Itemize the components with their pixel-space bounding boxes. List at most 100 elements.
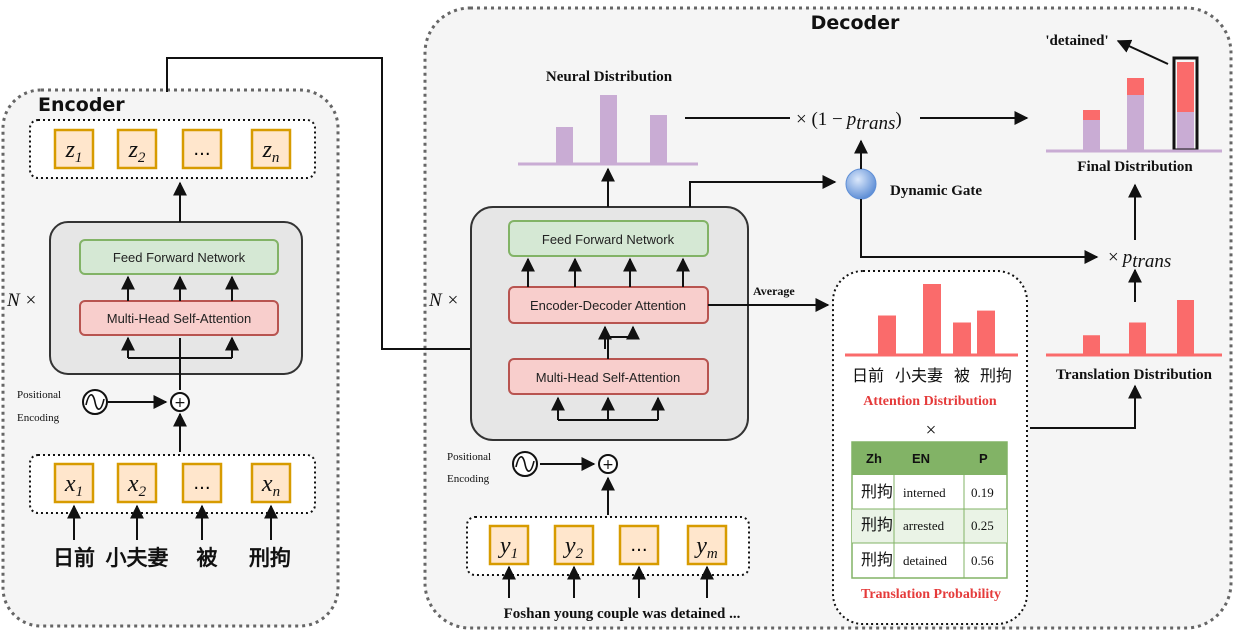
table-cell: 刑拘 (861, 515, 893, 534)
source-word: 日前 (53, 546, 95, 570)
attention-distribution-chart (878, 284, 995, 354)
decoder-sine-wave (515, 456, 535, 472)
decoder-input-group (466, 516, 750, 576)
encoder-output-token-label: zn (262, 137, 280, 166)
decoder-title: Decoder (811, 12, 900, 34)
translation-distribution-bar (1083, 335, 1100, 354)
encoder-input-token-label: x2 (127, 471, 147, 500)
neural-distribution-bar (556, 127, 573, 163)
encoder-input-token-box (181, 462, 223, 504)
dynamic-gate-node (845, 168, 877, 200)
table-cell: interned (903, 485, 946, 500)
source-word: 刑拘 (249, 546, 291, 570)
final-distribution-translation-part (1127, 78, 1144, 95)
final-distribution-translation-part (1177, 62, 1194, 112)
neural-distribution-bar (600, 95, 617, 163)
encoder-source-words: 日前小夫妻 被 刑拘 (53, 546, 291, 570)
final-distribution-neural-part (1127, 95, 1144, 150)
table-cell: 0.56 (971, 553, 994, 568)
decoder-positional-label-1: Positional (447, 451, 491, 463)
source-word: 小夫妻 (106, 546, 169, 570)
decoder-input-token-label: ... (630, 535, 647, 556)
source-word: 被 (197, 546, 219, 570)
attention-word: 小夫妻 (895, 366, 943, 385)
encoder-output-token-label: z1 (65, 137, 83, 166)
encoder-input-token-box (116, 462, 158, 504)
table-cell: 0.25 (971, 518, 994, 533)
decoder-input-token-box (488, 524, 530, 566)
decoder-input-token-box (618, 524, 660, 566)
decoder-add-symbol: + (602, 457, 614, 473)
table-cell: 刑拘 (861, 482, 893, 501)
encoder-output-token-box (116, 128, 158, 170)
table-cell: 刑拘 (861, 550, 893, 569)
decoder-add-node (598, 454, 618, 474)
decoder-input-token-label: y1 (498, 533, 518, 562)
decoder-self-attention-label: Multi-Head Self-Attention (536, 370, 681, 385)
decoder-repeat-label: N × (428, 290, 459, 311)
dynamic-gate-label: Dynamic Gate (890, 183, 982, 199)
encoder-output-token-label: z2 (128, 137, 146, 166)
decoder-input-token-label: ym (694, 533, 718, 562)
translation-distribution-bar (1129, 322, 1146, 354)
decoder-input-token-label: y2 (563, 533, 584, 562)
encoder-add-symbol: + (174, 395, 186, 411)
attention-distribution-bar (953, 322, 971, 354)
gate-arrows (685, 39, 1169, 429)
decoder-input-tokens: y1 y2... ym (488, 524, 728, 566)
attention-word: 被 (954, 366, 970, 385)
neural-distribution-bar (650, 115, 667, 163)
decoder-enc-dec-attention-label: Encoder-Decoder Attention (530, 298, 686, 313)
encoder-title: Encoder (38, 94, 125, 116)
encoder-input-token-label: xn (261, 471, 280, 500)
encoder-output-token-box (53, 128, 95, 170)
encoder-repeat-label: N × (6, 290, 37, 311)
token-input-arrows (67, 504, 714, 598)
encoder-positional-label-2: Encoding (17, 412, 60, 424)
encoder-self-attention-label: Multi-Head Self-Attention (107, 311, 252, 326)
one-minus-ptrans: × (1 −ptrans) (796, 109, 902, 134)
final-distribution-chart (1083, 56, 1199, 152)
attention-word: 日前 (852, 366, 884, 385)
decoder-feed-forward (508, 220, 709, 257)
attention-words: 日前小夫妻被刑拘 (852, 366, 1012, 385)
final-distribution-title: Final Distribution (1077, 159, 1193, 175)
encoder-output-token-box (250, 128, 292, 170)
translation-distribution-bar (1177, 300, 1194, 354)
times-ptrans: ×ptrans (1108, 247, 1171, 272)
encoder-feed-forward-label: Feed Forward Network (113, 250, 246, 265)
encoder-output-group (29, 119, 316, 179)
decoder-input-token-box (686, 524, 728, 566)
table-header: EN (912, 451, 930, 466)
attention-times: × (926, 420, 937, 441)
table-cell: detained (903, 553, 948, 568)
attention-distribution-bar (977, 310, 995, 354)
average-label: Average (753, 284, 795, 298)
encoder-add-node (170, 392, 190, 412)
translation-table (851, 441, 1008, 579)
attention-distribution-bar (923, 284, 941, 354)
encoder-to-decoder-link (166, 57, 582, 350)
encoder-feed-forward (79, 239, 279, 275)
table-header: Zh (866, 451, 882, 466)
target-sentence: Foshan young couple was detained ... (504, 606, 741, 622)
encoder-output-token-box (181, 128, 223, 170)
encoder-input-token-box (250, 462, 292, 504)
decoder-feed-forward-label: Feed Forward Network (542, 232, 675, 247)
encoder-input-group (29, 454, 316, 514)
translation-distribution-title: Translation Distribution (1056, 367, 1213, 383)
decoder-internal-arrows (521, 167, 837, 515)
translation-probability-title: Translation Probability (861, 587, 1001, 602)
table-cell: arrested (903, 518, 945, 533)
encoder-input-token-label: x1 (64, 471, 83, 500)
encoder-input-token-box (53, 462, 95, 504)
neural-distribution-chart (556, 95, 667, 163)
encoder-internal-arrows (108, 181, 232, 452)
attention-distribution-bar (878, 315, 896, 354)
detained-word: 'detained' (1045, 33, 1108, 49)
attention-distribution-title: Attention Distribution (863, 394, 997, 409)
translation-distribution-chart (1083, 300, 1194, 354)
